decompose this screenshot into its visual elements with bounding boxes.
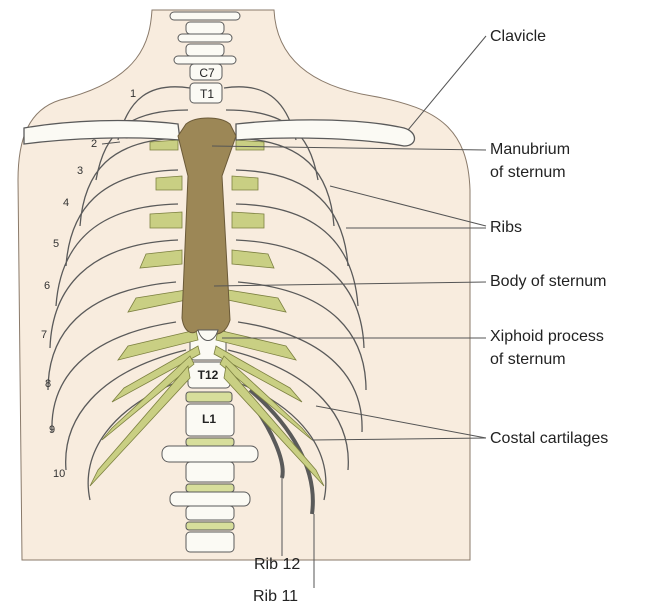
- rib-number-1: 1: [130, 88, 136, 100]
- label-manubrium-line1: Manubrium: [490, 140, 570, 159]
- label-rib-12: Rib 12: [254, 555, 300, 574]
- vertebra-t1-label: T1: [192, 87, 222, 101]
- label-rib-11: Rib 11: [253, 587, 298, 606]
- rib-number-7: 7: [41, 329, 47, 341]
- rib-number-10: 10: [53, 468, 65, 480]
- rib-number-5: 5: [53, 238, 59, 250]
- label-xiphoid-line2: of sternum: [490, 350, 566, 369]
- rib-number-6: 6: [44, 280, 50, 292]
- rib-number-3: 3: [77, 165, 83, 177]
- vertebra-c7-label: C7: [192, 66, 222, 80]
- vertebra-l1-label: L1: [194, 412, 224, 426]
- torso-silhouette: [18, 10, 470, 560]
- label-xiphoid-line1: Xiphoid process: [490, 327, 604, 346]
- vertebra-t12-label: T12: [193, 368, 223, 382]
- rib-number-9: 9: [49, 424, 55, 436]
- label-clavicle: Clavicle: [490, 27, 546, 46]
- label-body-of-sternum: Body of sternum: [490, 272, 607, 291]
- rib-number-8: 8: [45, 378, 51, 390]
- rib-number-2: 2: [91, 138, 97, 150]
- label-manubrium-line2: of sternum: [490, 163, 566, 182]
- label-costal-cartilages: Costal cartilages: [490, 429, 608, 448]
- rib-number-4: 4: [63, 197, 69, 209]
- label-ribs: Ribs: [490, 218, 522, 237]
